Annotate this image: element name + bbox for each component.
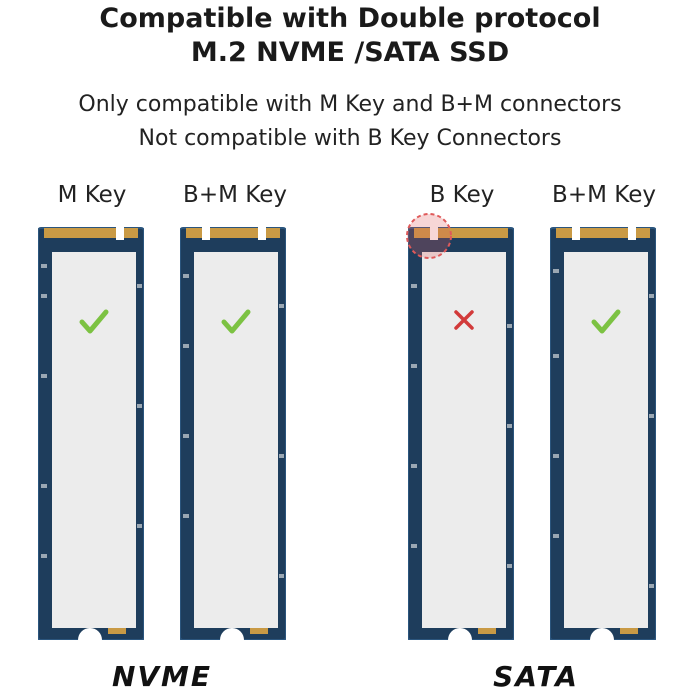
- b-key-notch-highlight: [406, 213, 452, 259]
- check-icon: [591, 309, 621, 334]
- key-label-b: B Key: [429, 182, 495, 208]
- group-label-sata: SATA: [493, 660, 579, 693]
- key-label-bm-2: B+M Key: [552, 182, 656, 208]
- ssd-bm-key-2: [550, 224, 656, 640]
- key-label-bm-1: B+M Key: [183, 182, 287, 208]
- ssd-b-key: [408, 224, 514, 640]
- check-icon: [79, 309, 109, 334]
- ssd-m-key: [38, 224, 144, 640]
- cross-icon: [454, 310, 474, 330]
- subtitle-line2: Not compatible with B Key Connectors: [138, 126, 562, 151]
- group-label-nvme: NVME: [111, 660, 213, 693]
- page-title-line1: Compatible with Double protocol: [99, 3, 601, 34]
- subtitle-line1: Only compatible with M Key and B+M conne…: [78, 92, 622, 117]
- key-label-m: M Key: [57, 182, 127, 208]
- page-title-line2: M.2 NVME /SATA SSD: [190, 37, 510, 68]
- ssd-bm-key-1: [180, 224, 286, 640]
- check-icon: [221, 309, 251, 334]
